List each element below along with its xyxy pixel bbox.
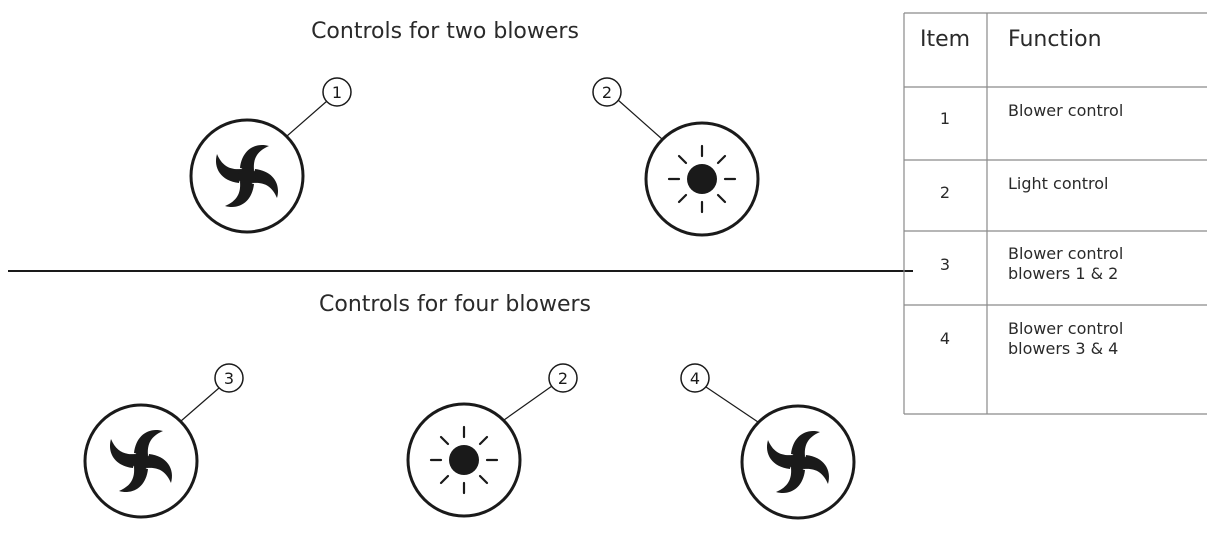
section-title-four-blowers: Controls for four blowers: [319, 292, 591, 317]
callout-circle: [680, 363, 710, 393]
callout-number: 2: [602, 83, 612, 102]
fan-icon: [742, 406, 854, 518]
legend-table: [903, 12, 1207, 415]
leader-line: [503, 385, 553, 421]
callout-number: 3: [224, 369, 234, 388]
callout-circle: [592, 77, 622, 107]
callout-circle: [214, 363, 244, 393]
fan-icon: [191, 120, 303, 232]
control-1: 1: [191, 77, 352, 232]
control-4: 4: [680, 363, 854, 518]
table-row: 4 Blower control blowers 3 & 4: [940, 319, 1123, 358]
leader-line: [286, 100, 328, 137]
table-cell-item: 1: [940, 109, 950, 128]
table-cell-function: Blower control: [1008, 101, 1123, 120]
table-cell-item: 3: [940, 255, 950, 274]
callout-circle: [548, 363, 578, 393]
fan-icon: [85, 405, 197, 517]
control-3: 3: [85, 363, 244, 517]
table-cell-item: 2: [940, 183, 950, 202]
callout-number: 4: [690, 369, 700, 388]
leader-line: [617, 99, 663, 140]
table-row: 1 Blower control: [940, 101, 1123, 128]
light-icon: [406, 402, 522, 518]
table-row: 3 Blower control blowers 1 & 2: [940, 244, 1123, 283]
control-2-bottom: 2: [406, 363, 578, 518]
table-cell-function: Light control: [1008, 174, 1108, 193]
table-cell-item: 4: [940, 329, 950, 348]
callout-number: 1: [332, 83, 342, 102]
leader-line: [705, 386, 759, 423]
table-cell-function: Blower control: [1008, 319, 1123, 338]
section-title-two-blowers: Controls for two blowers: [311, 19, 579, 44]
control-2-top: 2: [592, 77, 760, 237]
table-cell-function: Blower control: [1008, 244, 1123, 263]
table-cell-function: blowers 1 & 2: [1008, 264, 1118, 283]
table-row: 2 Light control: [940, 174, 1109, 202]
table-cell-function: blowers 3 & 4: [1008, 339, 1118, 358]
callout-number: 2: [558, 369, 568, 388]
table-header-item: Item: [920, 27, 970, 52]
callout-circle: [322, 77, 352, 107]
leader-line: [180, 387, 220, 422]
light-icon: [644, 121, 760, 237]
table-header-function: Function: [1008, 27, 1102, 52]
